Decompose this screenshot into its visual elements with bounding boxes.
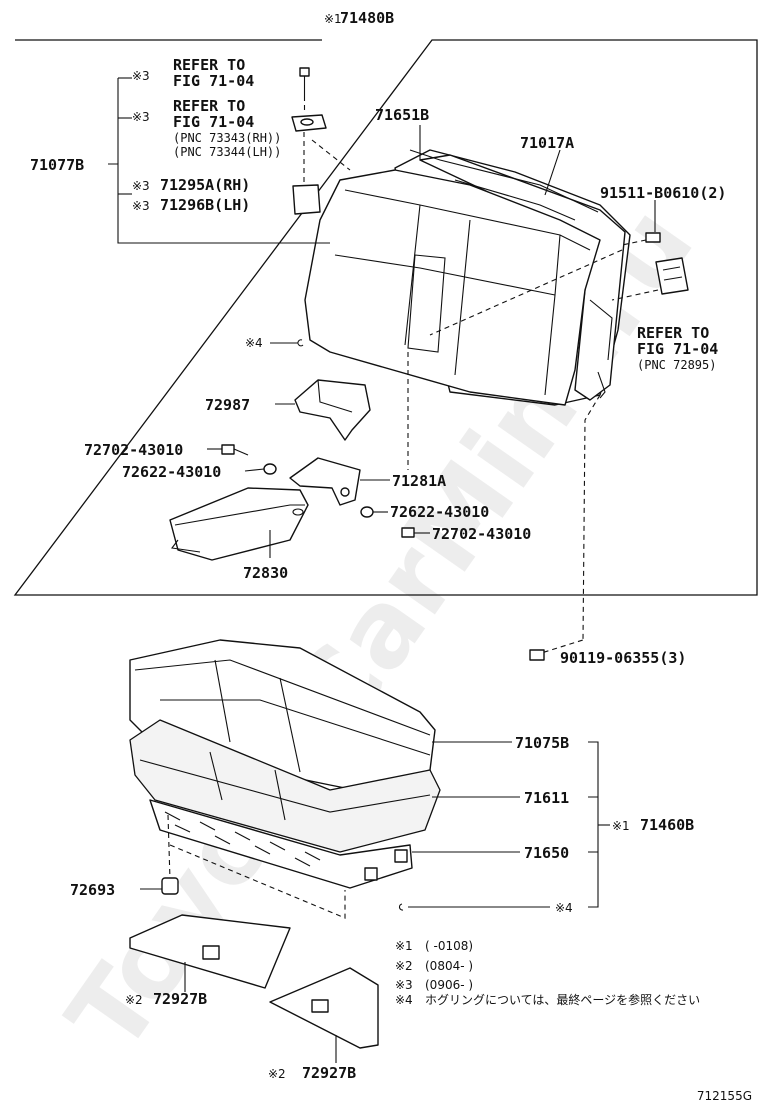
- bolt-90119-icon: [529, 649, 545, 661]
- group-top-number: 71480B: [340, 9, 394, 27]
- seatback-assembly-drawing: [304, 149, 631, 406]
- label-71075b: 71075B: [515, 734, 569, 752]
- seat-cushion-pad-71611-icon: [129, 719, 441, 853]
- hog-ring-mark-top: ※4: [245, 336, 263, 350]
- note-3-text: (0906- ): [425, 978, 473, 992]
- hog-ring-mark-bottom: ※4: [555, 901, 573, 915]
- screw-72702-right-icon: [401, 527, 415, 538]
- note-2-mark: ※2: [395, 959, 413, 973]
- label-72927b-right: 72927B: [302, 1064, 356, 1082]
- mat-72927b-left-icon: [129, 914, 291, 989]
- bolt-91511-icon: [645, 232, 661, 243]
- label-72622-right: 72622-43010: [390, 503, 489, 521]
- hinge-cover-71295a-icon: [292, 184, 321, 215]
- seat-cushion-frame-71650-icon: [149, 799, 413, 889]
- note-1-text: ( -0108): [425, 939, 473, 953]
- ref3-pnc1: (PNC 72895): [637, 358, 716, 372]
- group-bottom-mark: ※1: [612, 819, 630, 833]
- label-90119: 90119-06355(3): [560, 649, 686, 667]
- label-72927b-left-mark: ※2: [125, 993, 143, 1007]
- group-bottom-number: 71460B: [640, 816, 694, 834]
- armrest-hinge-71281a-icon: [289, 457, 361, 506]
- ref2-line2: FIG 71-04: [173, 113, 254, 131]
- label-71077b: 71077B: [30, 156, 84, 174]
- ref2-pnc1: (PNC 73343(RH)): [173, 131, 281, 145]
- note-1-mark: ※1: [395, 939, 413, 953]
- notes-legend: ※1 ( -0108) ※2 (0804- ) ※3 (0906- ) ※4 ホ…: [395, 939, 700, 1007]
- label-71295a: 71295A(RH): [160, 176, 250, 194]
- cover-bolt-icon: [299, 67, 310, 96]
- note-4-text: ホグリングについては、最終ページを参照ください: [425, 992, 700, 1007]
- ref1-line1: REFER TO: [173, 56, 245, 74]
- screw-72702-left-icon: [221, 444, 249, 456]
- washer-72622-left-icon: [263, 463, 277, 475]
- figure-id: 712155G: [697, 1089, 752, 1103]
- note-3-mark: ※3: [395, 978, 413, 992]
- bracket-72987-icon: [294, 379, 371, 441]
- label-71281a: 71281A: [392, 472, 446, 490]
- label-72927b-right-mark: ※2: [268, 1067, 286, 1081]
- belt-guide-bracket-icon: [655, 257, 689, 295]
- label-71650: 71650: [524, 844, 569, 862]
- label-72702-right: 72702-43010: [432, 525, 531, 543]
- note-4-mark: ※4: [395, 993, 413, 1007]
- clip-72693-icon: [161, 877, 179, 895]
- hinge-cover-clip-icon: [291, 114, 327, 132]
- ref2-mark: ※3: [132, 110, 150, 124]
- label-72622-left: 72622-43010: [122, 463, 221, 481]
- label-91511: 91511-B0610(2): [600, 184, 726, 202]
- note-2-text: (0804- ): [425, 959, 473, 973]
- ref3-line2: FIG 71-04: [637, 340, 718, 358]
- label-71651b: 71651B: [375, 106, 429, 124]
- label-71295a-mark: ※3: [132, 179, 150, 193]
- label-72702-left: 72702-43010: [84, 441, 183, 459]
- label-71017a: 71017A: [520, 134, 574, 152]
- armrest-72830-icon: [169, 487, 309, 561]
- ref2-line1: REFER TO: [173, 97, 245, 115]
- seatback-group-frame: [13, 39, 758, 596]
- label-71296b: 71296B(LH): [160, 196, 250, 214]
- washer-72622-right-icon: [360, 506, 374, 518]
- ref1-line2: FIG 71-04: [173, 72, 254, 90]
- label-72693: 72693: [70, 881, 115, 899]
- label-72987: 72987: [205, 396, 250, 414]
- seatback-cover-71077b: [304, 169, 601, 406]
- label-71611: 71611: [524, 789, 569, 807]
- ref3-line1: REFER TO: [637, 324, 709, 342]
- mat-72927b-right-icon: [269, 967, 379, 1049]
- label-72927b-left: 72927B: [153, 990, 207, 1008]
- label-71296b-mark: ※3: [132, 199, 150, 213]
- label-72830: 72830: [243, 564, 288, 582]
- ref1-mark: ※3: [132, 69, 150, 83]
- group-top-mark: ※1: [324, 12, 342, 26]
- ref2-pnc2: (PNC 73344(LH)): [173, 145, 281, 159]
